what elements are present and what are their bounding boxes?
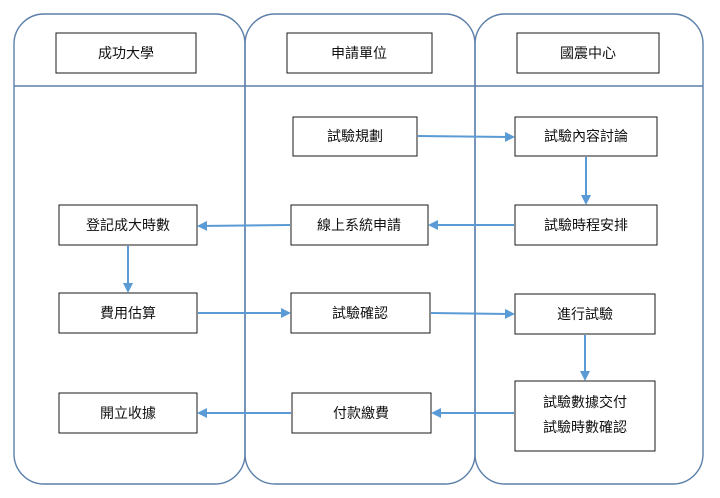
lane-header-applicant: 申請單位 [286,32,433,74]
node-confirm: 試驗確認 [290,292,431,334]
node-schedule: 試驗時程安排 [514,204,658,246]
node-deliver: 試驗數據交付 試驗時數確認 [514,380,656,452]
node-discuss-label: 試驗內容討論 [544,128,628,145]
lane-title-university: 成功大學 [98,46,154,62]
node-plan-label: 試驗規劃 [327,129,383,145]
node-plan: 試驗規劃 [292,116,418,157]
node-payment: 付款繳費 [291,392,432,434]
node-discuss: 試驗內容討論 [514,116,658,157]
node-deliver-line2: 試驗時數確認 [543,420,627,436]
lane-header-ncree: 國震中心 [516,32,660,74]
node-payment-label: 付款繳費 [333,406,389,422]
node-estimate: 費用估算 [58,292,198,334]
node-receipt: 開立收據 [58,392,198,434]
node-deliver-line1: 試驗數據交付 [543,394,627,411]
lane-ncree [474,13,704,485]
lane-title-ncree: 國震中心 [560,46,616,62]
arrow-plan-to-discuss [417,131,515,142]
node-execute-label: 進行試驗 [557,307,613,323]
arrow-confirm-to-execute [430,308,515,319]
node-execute: 進行試驗 [514,293,656,335]
node-receipt-label: 開立收據 [100,406,156,422]
node-register-hours-label: 登記成大時數 [86,217,170,234]
lane-title-applicant: 申請單位 [331,46,387,62]
lane-header-university: 成功大學 [55,32,197,74]
node-schedule-label: 試驗時程安排 [544,218,628,234]
node-confirm-label: 試驗確認 [332,306,388,322]
arrow-online-apply-to-register-hours [197,220,291,231]
node-online-apply: 線上系統申請 [290,204,429,246]
node-estimate-label: 費用估算 [100,306,156,322]
node-register-hours: 登記成大時數 [58,204,198,246]
node-online-apply-label: 線上系統申請 [317,218,401,234]
